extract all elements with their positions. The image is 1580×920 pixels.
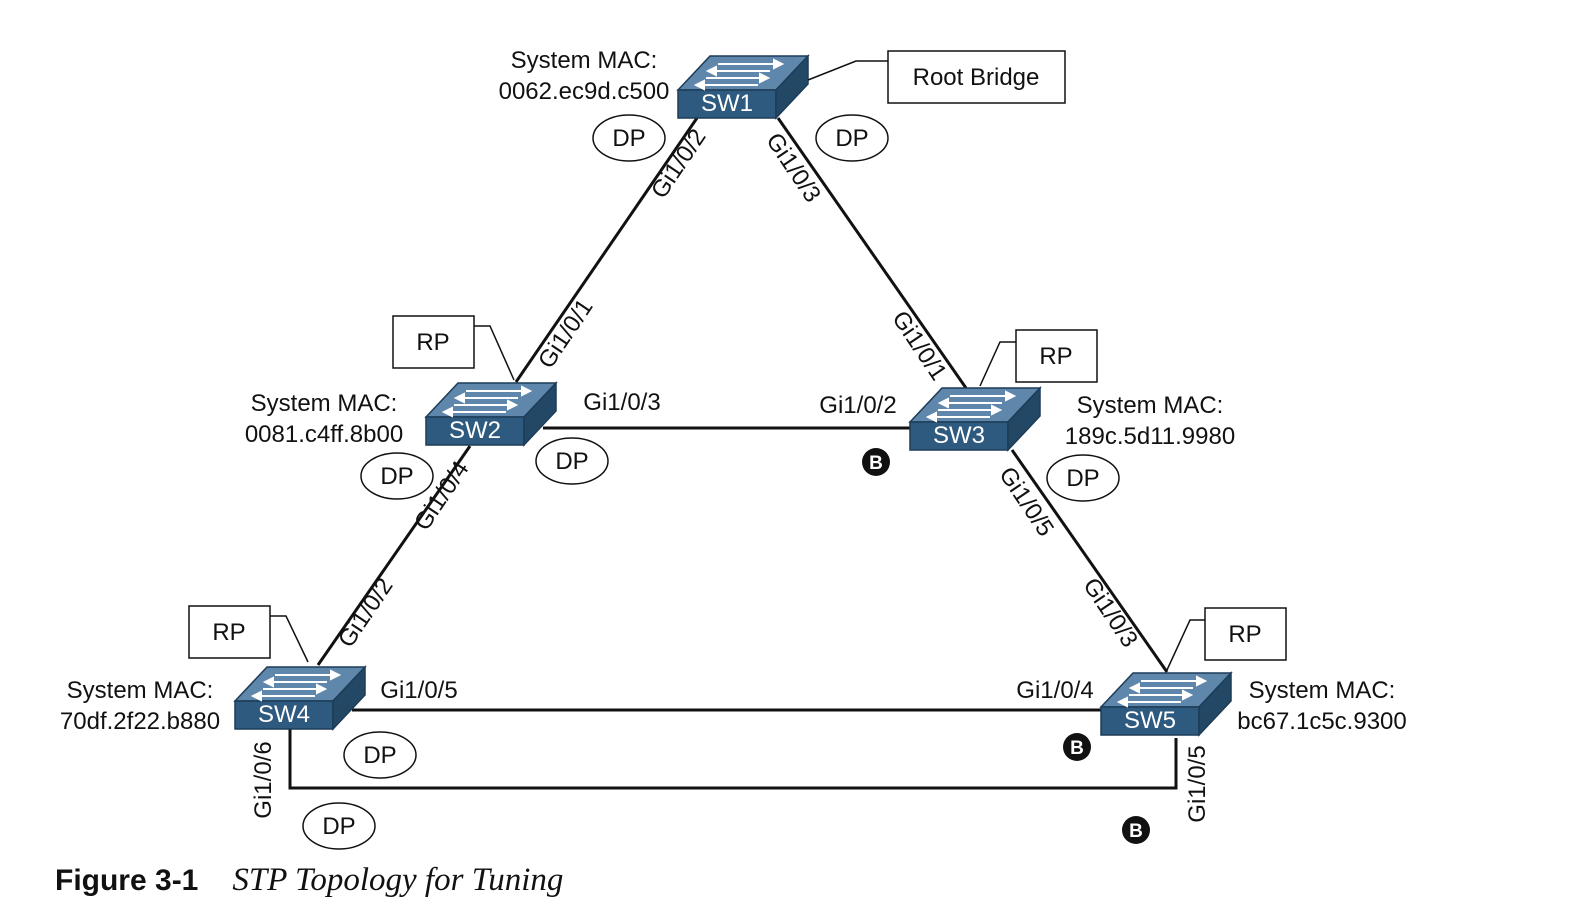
blocked-label: B (1129, 821, 1143, 842)
mac-heading: System MAC: (511, 47, 658, 74)
rp-label: RP (1228, 621, 1261, 648)
port-label-sw4-sw5-secondary: Gi1/0/6 (250, 741, 277, 818)
mac-address: 189c.5d11.9980 (1065, 423, 1235, 450)
figure-title: STP Topology for Tuning (232, 862, 564, 898)
dp-sw4-gi105: DP (343, 731, 417, 779)
port-label-sw4-sw5: Gi1/0/5 (380, 677, 457, 704)
rp-callout-sw5: RP (1166, 607, 1287, 671)
mac-label-sw1: System MAC: 0062.ec9d.c500 (499, 47, 670, 105)
port-label-sw2-sw3: Gi1/0/3 (583, 389, 660, 416)
switch-sw4[interactable]: SW4 (234, 666, 366, 730)
dp-label: DP (380, 463, 413, 490)
dp-label: DP (555, 448, 588, 475)
switch-sw5[interactable]: SW5 (1100, 672, 1232, 736)
switch-sw2[interactable]: SW2 (425, 382, 557, 446)
dp-label: DP (363, 742, 396, 769)
blocked-sw5-gi105: B (1122, 816, 1150, 844)
dp-sw4-gi106: DP (302, 802, 376, 850)
mac-label-sw2: System MAC: 0081.c4ff.8b00 (245, 390, 403, 448)
port-label-sw5-sw3: Gi1/0/3 (1077, 573, 1143, 652)
mac-heading: System MAC: (251, 390, 398, 417)
blocked-markers: B B B (862, 448, 1150, 844)
links (288, 117, 1178, 790)
mac-address: 70df.2f22.b880 (60, 708, 220, 735)
dp-sw2-gi103: DP (535, 437, 609, 485)
dp-sw1-gi102: DP (592, 114, 666, 162)
blocked-label: B (1070, 738, 1084, 759)
mac-label-sw4: System MAC: 70df.2f22.b880 (60, 677, 220, 735)
switch-sw1[interactable]: SW1 (677, 55, 809, 119)
dp-sw2-gi104: DP (360, 452, 434, 500)
figure-caption: Figure 3-1 STP Topology for Tuning (55, 862, 563, 899)
switch-label: SW1 (701, 90, 753, 117)
port-label-sw3-sw1: Gi1/0/1 (886, 306, 952, 385)
switch-label: SW2 (449, 417, 501, 444)
link-sw1-sw3 (776, 117, 968, 389)
dp-label: DP (612, 125, 645, 152)
port-label-sw2-sw1: Gi1/0/1 (533, 294, 599, 373)
figure-number: Figure 3-1 (55, 864, 199, 897)
port-label-sw4-sw2: Gi1/0/2 (333, 573, 399, 652)
port-label-sw3-sw2: Gi1/0/2 (819, 392, 896, 419)
rp-callout-sw3: RP (979, 329, 1098, 387)
rp-label: RP (1039, 343, 1072, 370)
root-bridge-callout: Root Bridge (807, 50, 1066, 104)
mac-label-sw3: System MAC: 189c.5d11.9980 (1065, 392, 1235, 450)
rp-callout-sw2: RP (392, 315, 515, 381)
switch-label: SW5 (1124, 707, 1176, 734)
switch-label: SW4 (258, 701, 310, 728)
rp-label: RP (416, 329, 449, 356)
rp-label: RP (212, 619, 245, 646)
rp-callout-sw4: RP (188, 605, 309, 663)
dp-label: DP (835, 125, 868, 152)
mac-address: 0062.ec9d.c500 (499, 78, 670, 105)
dp-sw3-gi105: DP (1046, 454, 1120, 502)
mac-label-sw5: System MAC: bc67.1c5c.9300 (1237, 677, 1406, 735)
mac-heading: System MAC: (1077, 392, 1224, 419)
blocked-sw5-gi104: B (1063, 733, 1091, 761)
port-label-sw5-sw4-secondary: Gi1/0/5 (1184, 745, 1211, 822)
link-sw4-sw5-secondary (288, 728, 1178, 790)
root-bridge-label: Root Bridge (913, 64, 1040, 91)
mac-heading: System MAC: (1249, 677, 1396, 704)
blocked-sw3-gi102: B (862, 448, 890, 476)
dp-markers: DP DP DP DP DP DP DP (302, 114, 1120, 850)
mac-heading: System MAC: (67, 677, 214, 704)
dp-label: DP (322, 813, 355, 840)
mac-address: 0081.c4ff.8b00 (245, 421, 403, 448)
dp-label: DP (1066, 465, 1099, 492)
switch-sw3[interactable]: SW3 (909, 387, 1041, 451)
link-sw3-sw5 (1010, 449, 1169, 673)
mac-address: bc67.1c5c.9300 (1237, 708, 1406, 735)
link-sw1-sw2 (514, 117, 699, 383)
port-label-sw5-sw4: Gi1/0/4 (1016, 677, 1093, 704)
switch-label: SW3 (933, 422, 985, 449)
blocked-label: B (869, 453, 883, 474)
link-sw2-sw4 (316, 445, 472, 666)
dp-sw1-gi103: DP (815, 114, 889, 162)
